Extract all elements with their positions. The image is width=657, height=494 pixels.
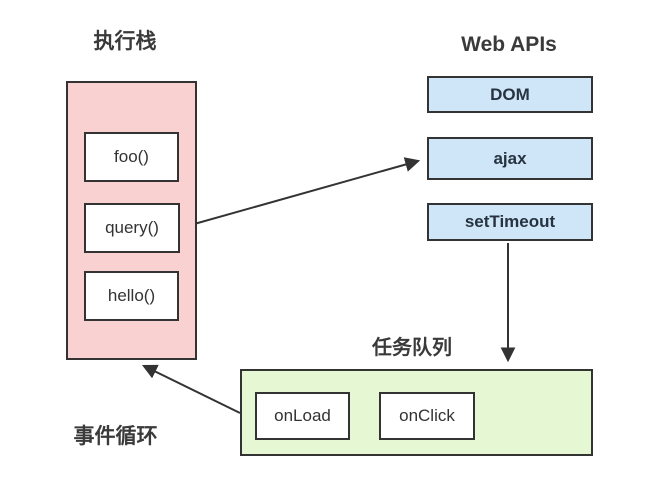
stack-item-query: query(): [84, 203, 180, 253]
task-queue-title: 任务队列: [372, 337, 452, 359]
arrow-task-queue-to-execution-stack: [141, 364, 241, 414]
queue-item-onload: onLoad: [255, 392, 350, 440]
execution-stack-title: 执行栈: [93, 30, 157, 53]
web-apis-title: Web APIs: [461, 33, 557, 56]
queue-item-onclick: onClick: [379, 392, 475, 440]
stack-item-foo: foo(): [84, 132, 179, 182]
arrow-query-to-ajax: [179, 157, 421, 229]
webapi-item-settimeout: setTimeout: [427, 203, 593, 241]
webapi-item-dom: DOM: [427, 76, 593, 113]
webapi-item-ajax: ajax: [427, 137, 593, 180]
event-loop-title: 事件循环: [73, 425, 158, 448]
stack-item-hello: hello(): [84, 271, 179, 321]
